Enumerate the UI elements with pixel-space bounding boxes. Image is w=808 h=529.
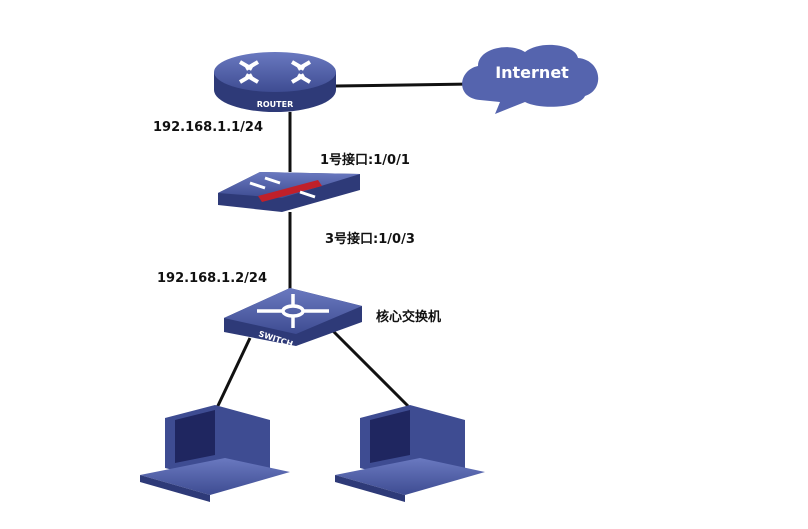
- port3-label: 3号接口:1/0/3: [325, 232, 415, 247]
- internet-cloud-icon[interactable]: Internet: [462, 44, 599, 114]
- pc-right-icon[interactable]: [335, 405, 485, 502]
- core-switch-label: 核心交换机: [376, 310, 442, 325]
- pc-left-icon[interactable]: [140, 405, 290, 502]
- internet-label: Internet: [495, 63, 569, 82]
- router-label: ROUTER: [257, 100, 294, 109]
- link-router-internet: [335, 82, 473, 88]
- router-ip-label: 192.168.1.1/24: [153, 120, 264, 135]
- switch-icon[interactable]: SWITCH: [224, 288, 362, 349]
- port1-label: 1号接口:1/0/1: [320, 153, 410, 168]
- link-switch-pc1: [213, 337, 252, 413]
- link-switch-pc2: [330, 328, 410, 408]
- router-icon[interactable]: ROUTER: [214, 52, 336, 112]
- links: [213, 82, 473, 413]
- switch-ip-label: 192.168.1.2/24: [157, 271, 268, 286]
- firewall-icon[interactable]: [218, 172, 360, 212]
